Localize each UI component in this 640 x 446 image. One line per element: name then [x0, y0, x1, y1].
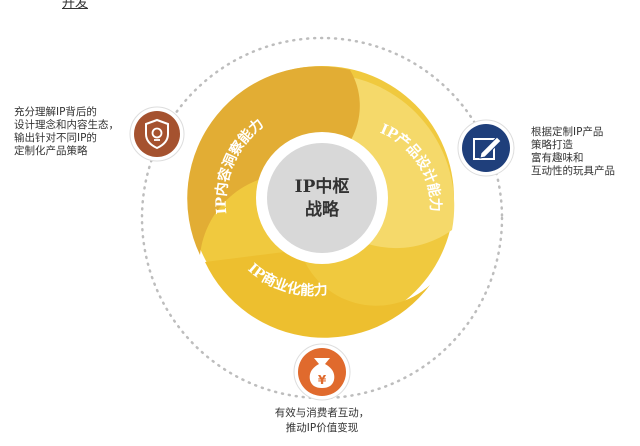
center-label-line2: 战略: [305, 199, 340, 220]
left-callout-text: 充分理解IP背后的 设计理念和内容生态， 输出针对不同IP的 定制化产品策略: [14, 106, 119, 157]
right-callout-text: 根据定制IP产品 策略打造 富有趣味和 互动性的玩具产品: [531, 126, 615, 177]
right-callout-icon: [457, 119, 515, 177]
bottom-callout-icon: ¥: [293, 343, 351, 401]
top-heading-fragment: 开发: [62, 0, 89, 11]
bottom-callout-line1: 有效与消费者互动，: [275, 406, 370, 419]
left-callout-icon: [129, 106, 185, 162]
edit-pen-icon: [473, 136, 502, 160]
money-bag-yuan-icon: ¥: [309, 358, 335, 388]
ring-segment-bottom: [205, 250, 430, 338]
shield-bulb-icon: [145, 118, 169, 150]
center-circle: [267, 143, 377, 253]
bottom-callout-line2: 推动IP价值变现: [286, 421, 359, 434]
svg-text:¥: ¥: [318, 373, 327, 387]
outer-dotted-ring: [140, 36, 504, 400]
center-label-line1: IP中枢: [295, 176, 350, 197]
